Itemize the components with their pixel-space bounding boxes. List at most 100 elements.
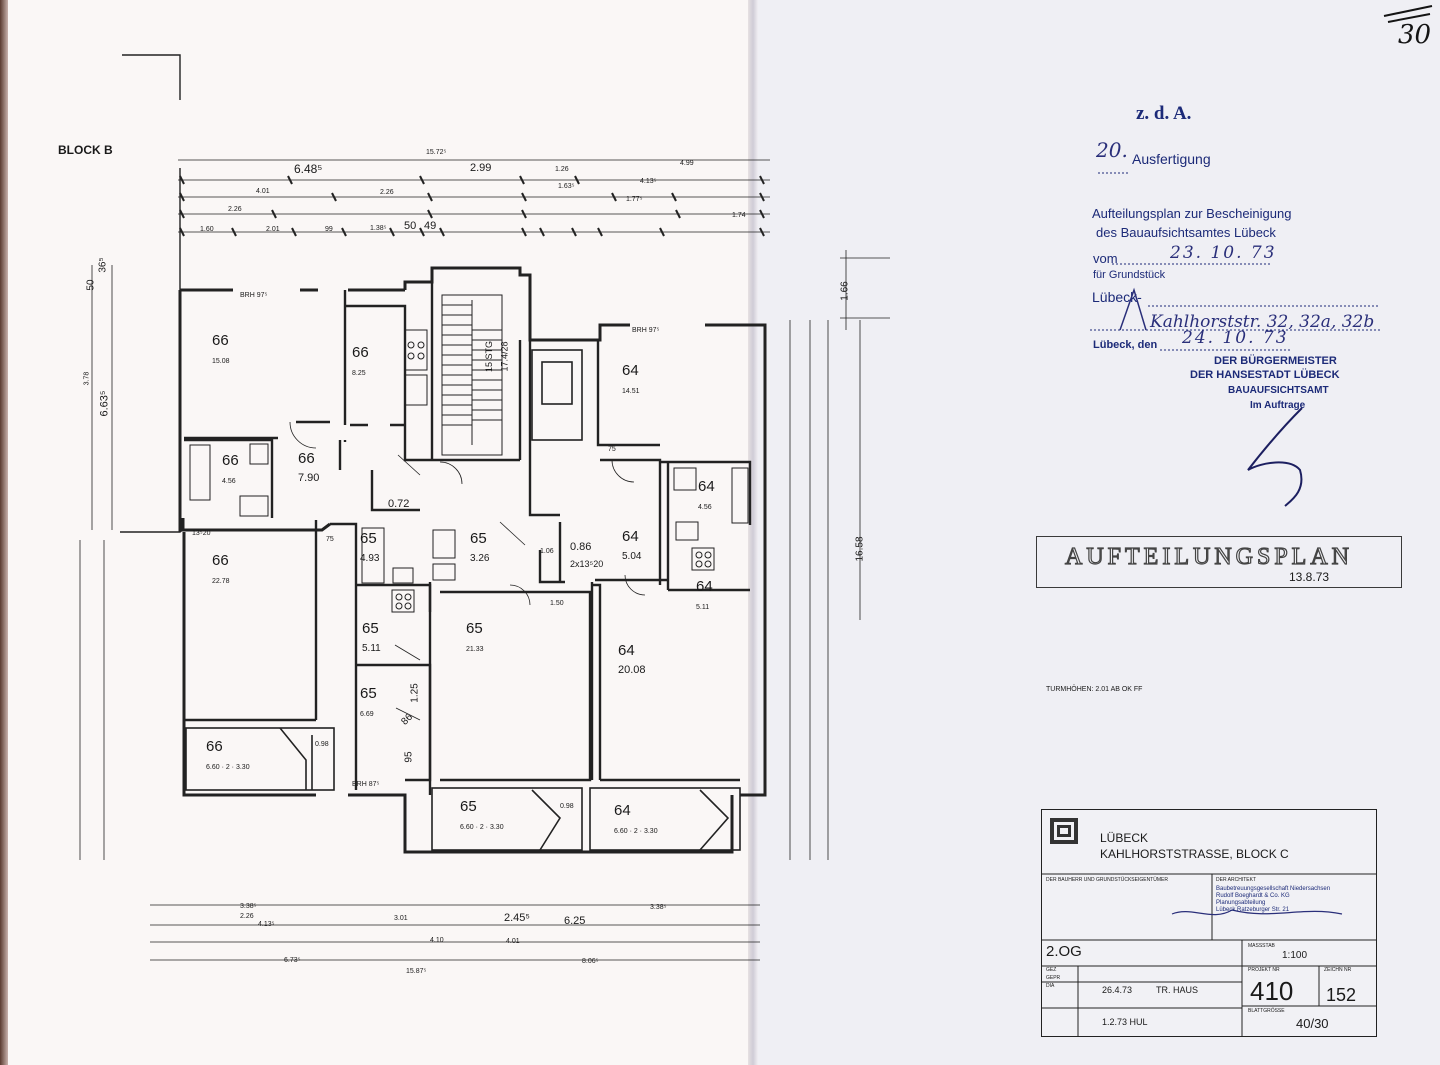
vom-label: vom [1093,251,1118,266]
copy-number: 20. [1096,138,1128,162]
stair-label: 15 STG [484,340,495,373]
dim-label: 4.01 [506,938,520,945]
block-label: BLOCK B [58,143,113,157]
dim-label: 3.01 [394,915,408,922]
authority-line-2: DER HANSESTADT LÜBECK [1190,369,1340,381]
dim-label: 3.78 [83,371,91,386]
room-label: 66 22.78 [212,552,230,585]
title-block: LÜBECK KAHLHORSTSTRASSE, BLOCK C DER BAU… [1041,809,1377,1037]
tb-architekt-2: Rudolf Boeghardt & Co. KG [1216,893,1290,899]
tb-projekt-nr: 410 [1250,976,1294,1006]
sill-height-label: BRH 97⁵ [632,327,660,334]
tb-architekt-1: Baubetreuungsgesellschaft Niedersachsen [1216,886,1331,892]
plan-stamp-box: AUFTEILUNGSPLAN 13.8.73 [1036,536,1402,588]
room-label: 65 6.69 [360,685,377,718]
dim-label: 2.26 [228,206,242,213]
authority-line-4: Im Auftrage [1250,400,1306,411]
tower-height-note: TURMHÖHEN: 2.01 AB OK FF [1046,686,1143,693]
dim-label: 1.60 [200,226,214,233]
dim-label: 15.72⁵ [426,149,447,156]
tb-zeichn-label: ZEICHN NR [1324,967,1352,973]
dim-label: 50 [404,220,417,232]
stair-label: 17.4/28 [499,341,510,372]
dim-label: 4.99 [680,160,694,167]
room-label: 65 5.11 [362,620,381,654]
dim-label: 3.38⁵ [650,904,667,911]
tb-scale: 1:100 [1282,950,1308,961]
dim-label: 4.01 [256,188,270,195]
tb-architekt-3: Planungsabteilung [1216,900,1266,906]
dim-label: 16.58 [854,536,866,562]
exterior-walls [178,266,767,854]
tb-street: KAHLHORSTSTRASSE, BLOCK C [1100,847,1289,861]
tb-architekt-label: DER ARCHITEKT [1216,877,1257,883]
title-block-logo [1050,818,1078,844]
tb-zeichn-nr: 152 [1326,985,1357,1005]
tb-architekt-4: Lübeck Ratzeburger Str. 21 [1216,907,1290,913]
zda-stamp: z. d. A. [1136,103,1192,124]
room-label: 65 6.60 · 2 · 3.30 [460,798,504,831]
room-label: 64 20.08 [618,642,646,676]
bottom-dimension-lines [150,904,760,961]
tb-projekt-label: PROJEKT NR [1248,967,1280,973]
architect-signature [1171,909,1343,916]
fixtures [189,329,749,613]
block-outline-left [120,168,181,533]
tb-city: LÜBECK [1100,831,1149,845]
tb-sign-row: 1.2.73 HUL [1102,1017,1148,1027]
dim-label: 1.77⁵ [626,196,643,203]
room-label: 66 4.56 [222,452,239,485]
dim-label: 15.87⁵ [406,968,427,975]
room-label: 66 15.08 [212,332,230,365]
dim-label: 4.13⁵ [258,921,275,928]
dim-label: 2.26 [380,189,394,196]
authority-line-3: BAUAUFSICHTSAMT [1228,385,1329,396]
authority-line-1: DER BÜRGERMEISTER [1214,355,1337,367]
tb-gez-label: GEZ [1046,967,1057,973]
tb-blatt: 40/30 [1296,1016,1329,1031]
sheet-number-handwritten: 30 [1398,20,1432,50]
luebeck-den-label: Lübeck, den [1093,339,1158,351]
den-date: 24. 10. 73 [1182,328,1289,348]
top-dimension-lines [178,159,770,233]
vom-date: 23. 10. 73 [1170,243,1277,263]
dim-label: 2.26 [240,913,254,920]
tb-blatt-label: BLATTGRÖSSE [1248,1008,1285,1014]
elevator-shaft [531,349,583,441]
tb-bauherr-label: DER BAUHERR UND GRUNDSTÜCKSEIGENTÜMER [1046,877,1168,883]
dim-label: 6.73⁵ [284,957,301,964]
dim-label: 1.74 [732,212,746,219]
room-label: 65 21.33 [466,620,484,653]
dim-label: 3.38⁵ [240,903,257,910]
dim-label: 36⁵ [97,257,109,273]
room-area: 0.72 [388,498,410,510]
room-label: 64 5.11 [696,578,713,611]
dim-label: 50 [85,279,97,291]
address-handwritten: Kahlhorststr. 32, 32a, 32b [1150,312,1375,332]
room-label: 66 7.90 [298,450,320,484]
sill-height-label: BRH 97⁵ [240,292,268,299]
dim-label: 0.98 [315,741,329,748]
luebeck-label: Lübeck- [1092,289,1142,305]
tb-date-row: 26.4.73 [1102,985,1133,995]
stairwell [441,294,503,456]
room-label: 66 8.25 [352,344,369,377]
dim-label: 1.66 [839,281,851,301]
dim-label: 0.98 [560,803,574,810]
tb-dia-label: DIA [1046,983,1055,989]
dim-label: 2x13⁵20 [570,559,604,569]
balconies [185,727,741,851]
stamp-line-2: des Bauaufsichtsamtes Lübeck [1096,225,1276,240]
dim-label: 8.06⁵ [582,958,599,965]
tb-type-row: TR. HAUS [1156,985,1199,995]
dim-label: 4.13⁵ [640,178,657,185]
paper-edge [0,0,8,1065]
dim-label: 4.10 [430,937,444,944]
room-label: 64 6.60 · 2 · 3.30 [614,802,658,835]
stamp-line-1: Aufteilungsplan zur Bescheinigung [1092,206,1292,221]
dim-label: 13⁵20 [192,530,211,537]
room-label: 64 5.04 [622,528,642,562]
dim-label: 1.38⁵ [370,225,387,232]
